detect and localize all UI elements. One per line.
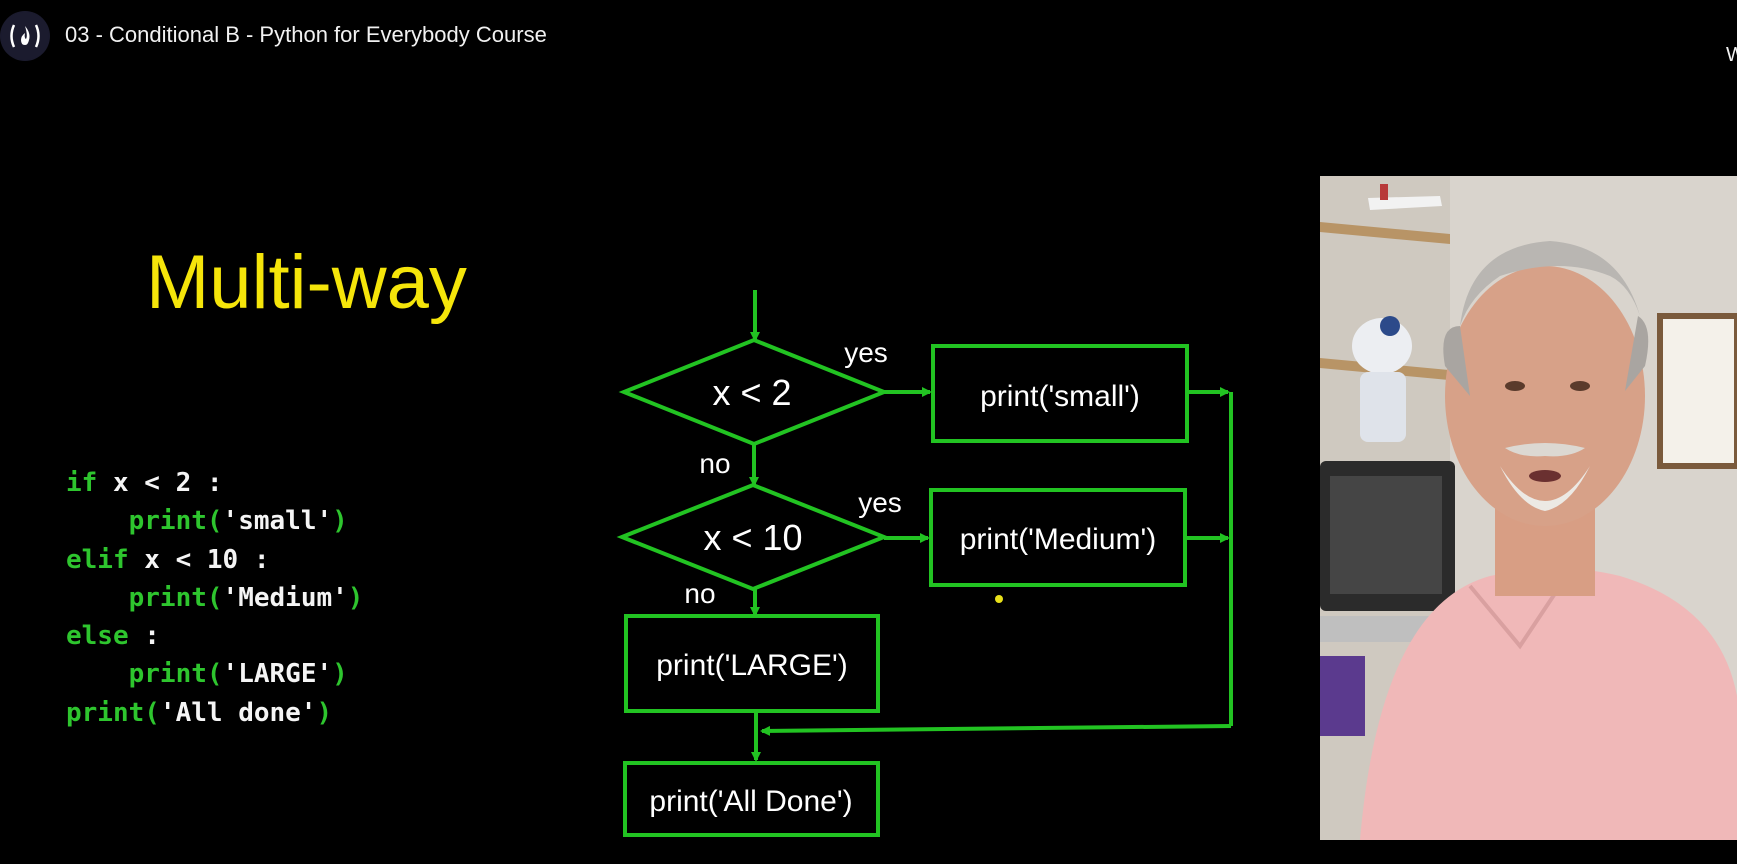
box-print-all-done [623,761,880,837]
code-keyword: print( [128,659,223,690]
box-print-large-label: print('LARGE') [656,649,848,682]
no-label-1: no [699,448,730,479]
code-line: print('All done') [66,694,363,732]
code-text: : [128,621,160,652]
code-keyword: elif [66,544,129,575]
code-line: else : [66,617,363,655]
code-keyword: ) [347,582,364,613]
box-print-small-label: print('small') [980,380,1140,413]
code-line: print('small') [66,502,363,540]
yes-label-1: yes [844,337,888,368]
code-line: if x < 2 : [66,464,363,502]
code-keyword: print( [66,697,160,728]
code-keyword: if [66,468,98,498]
no-label-2: no [684,578,715,609]
instructor-webcam-image [1320,176,1737,840]
video-title[interactable]: 03 - Conditional B - Python for Everybod… [65,22,547,47]
flowchart: x < 2 yes print('small') no x < 10 yes p… [616,290,1233,837]
flame-logo-icon [1,12,49,60]
yes-label-2: yes [858,487,902,518]
code-text: x < 2 : [97,468,223,498]
code-line: print('Medium') [66,579,364,617]
box-print-medium-label: print('Medium') [960,523,1157,556]
code-text: x < 10 : [128,544,270,575]
slide-title: Multi-way [146,240,467,325]
right-edge-label[interactable]: W [1726,44,1737,66]
webcam-video [1320,176,1737,840]
collector-return-arrow [760,724,1232,736]
code-keyword: ) [316,697,333,728]
box-print-all-done-label: print('All Done') [649,785,852,818]
code-string: 'LARGE' [222,659,333,690]
code-block: if x < 2 : print('small') elif x < 10 : … [66,464,363,732]
code-keyword: ) [332,506,348,537]
box-print-large [624,614,880,713]
laser-pointer-dot [995,595,1003,603]
code-line: print('LARGE') [66,655,363,693]
decision-2-label: x < 10 [703,517,802,558]
code-line: elif x < 10 : [66,541,363,579]
channel-avatar[interactable] [0,11,50,61]
code-keyword: ) [332,659,348,690]
code-string: 'Medium' [222,582,348,613]
code-keyword: else [66,621,129,652]
code-string: 'small' [222,506,333,537]
code-keyword: print( [128,582,223,613]
decision-1-label: x < 2 [712,372,791,413]
code-string: 'All done' [159,697,317,728]
code-keyword: print( [128,506,223,537]
